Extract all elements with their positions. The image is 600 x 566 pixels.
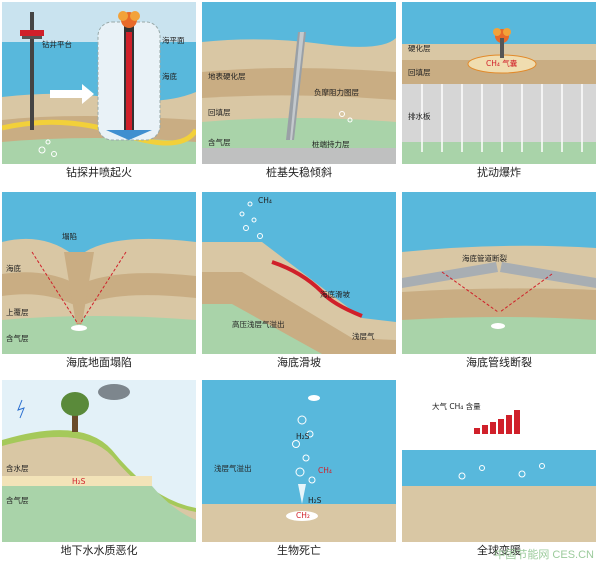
label-h2s-bottom: H₂S: [308, 496, 322, 505]
label-pile-layer: 桩端持力层: [312, 140, 350, 149]
caption-biological-death: 生物死亡: [277, 544, 321, 557]
seabed-collapse-illustration: [2, 192, 196, 354]
label-overflow-8: 浅层气溢出: [214, 464, 252, 473]
label-fill-layer-3: 回填层: [408, 68, 431, 77]
disturbance-explosion-illustration: [402, 2, 596, 164]
label-hard-layer-3: 硬化层: [408, 44, 431, 53]
caption-groundwater-deterioration: 地下水水质恶化: [60, 544, 138, 557]
label-platform: 钻井平台: [42, 40, 72, 49]
label-ch4-gas: CH₄ 气囊: [486, 59, 518, 68]
label-aquifer: 含水层: [6, 464, 29, 473]
panel-drilling-blowout: 钻井平台 海平面 海底 钻探井喷起火: [2, 2, 196, 182]
label-overlying: 上覆层: [6, 308, 29, 317]
caption-pile-instability: 桩基失稳倾斜: [266, 166, 332, 179]
label-overflow: 高压浅层气溢出: [232, 320, 285, 329]
label-ch2: CH₂: [296, 511, 310, 520]
caption-drilling-blowout: 钻探井喷起火: [66, 166, 132, 179]
panel-seabed-landslide: CH₄ 海底滑坡 高压浅层气溢出 浅层气 海底滑坡: [202, 192, 396, 372]
caption-global-warming: 全球变暖: [477, 544, 521, 557]
caption-pipeline-rupture: 海底管线断裂: [466, 356, 532, 369]
label-h2s: H₂S: [72, 477, 86, 486]
label-gas-layer: 含气层: [208, 138, 231, 147]
label-hard-layer: 地表硬化层: [208, 72, 246, 81]
label-ch4-8: CH₄: [318, 466, 332, 475]
caption-seabed-collapse: 海底地面塌陷: [66, 356, 132, 369]
label-gas-layer-7: 含气层: [6, 496, 29, 505]
panel-disturbance-explosion: 硬化层 回填层 排水板 CH₄ 气囊 扰动爆炸: [402, 2, 596, 182]
label-seabed-4: 海底: [6, 264, 21, 273]
groundwater-illustration: [2, 380, 196, 542]
label-atm-ch4: 大气 CH₄ 含量: [432, 402, 481, 411]
label-bearing-layer: 负摩阻力图层: [314, 88, 359, 97]
label-slide: 海底滑坡: [320, 290, 350, 299]
pile-instability-illustration: [202, 2, 396, 164]
caption-seabed-landslide: 海底滑坡: [277, 356, 321, 369]
seabed-landslide-illustration: [202, 192, 396, 354]
drilling-blowout-illustration: [2, 2, 196, 164]
label-gas-layer-4: 含气层: [6, 334, 29, 343]
label-shallow-gas: 浅层气: [352, 332, 375, 341]
panel-groundwater-deterioration: 含水层 H₂S 含气层 地下水水质恶化: [2, 380, 196, 560]
panel-global-warming: 大气 CH₄ 含量 全球变暖: [402, 380, 596, 560]
label-collapse: 塌陷: [62, 232, 77, 241]
global-warming-illustration: [402, 380, 596, 542]
label-pipe-break: 海底管道断裂: [462, 254, 507, 263]
panel-biological-death: H₂S 浅层气溢出 CH₄ H₂S CH₂ 生物死亡: [202, 380, 396, 560]
label-fill-layer: 回填层: [208, 108, 231, 117]
biological-death-illustration: [202, 380, 396, 542]
label-ch4: CH₄: [258, 196, 272, 205]
panel-pile-instability: 地表硬化层 负摩阻力图层 回填层 含气层 桩端持力层 桩基失稳倾斜: [202, 2, 396, 182]
label-sea-surface: 海平面: [162, 36, 185, 45]
label-h2s-top: H₂S: [296, 432, 310, 441]
watermark: 中国节能网 CES.CN: [494, 549, 594, 561]
panel-pipeline-rupture: 海底管道断裂 海底管线断裂: [402, 192, 596, 372]
label-seabed: 海底: [162, 72, 177, 81]
caption-disturbance-explosion: 扰动爆炸: [477, 166, 521, 179]
label-drain-plate: 排水板: [408, 112, 431, 121]
panel-seabed-collapse: 塌陷 海底 上覆层 含气层 海底地面塌陷: [2, 192, 196, 372]
pipeline-rupture-illustration: [402, 192, 596, 354]
